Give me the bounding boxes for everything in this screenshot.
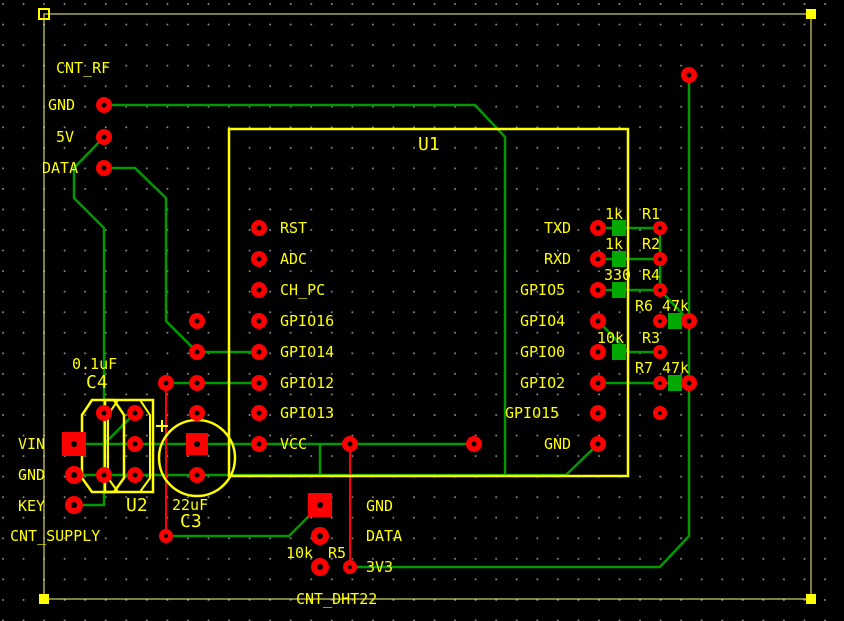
label-gpio5: GPIO5 (520, 281, 566, 299)
label-ch-pc: CH_PC (280, 281, 326, 299)
label-r4: R4 (642, 266, 661, 284)
label-u1-gnd: GND (544, 435, 572, 453)
c3-plus-marker (156, 420, 168, 432)
label-r5: R5 (328, 544, 347, 562)
label-txd: TXD (544, 219, 572, 237)
label-r2-value: 1k (605, 235, 624, 253)
label-r3: R3 (642, 329, 661, 347)
label-cnt-rf: CNT_RF (56, 59, 111, 77)
trace-data-rf (102, 166, 261, 354)
label-gpio15: GPIO15 (505, 404, 560, 422)
label-cnt-dht22: CNT_DHT22 (296, 590, 378, 608)
label-c3: C3 (180, 511, 202, 532)
label-rxd: RXD (544, 250, 572, 268)
label-gpio14: GPIO14 (280, 343, 335, 361)
label-dht-3v3: 3V3 (366, 558, 394, 576)
label-dht-data: DATA (366, 527, 403, 545)
label-r7: R7 (635, 359, 654, 377)
label-gpio0: GPIO0 (520, 343, 566, 361)
label-adc: ADC (280, 250, 308, 268)
label-gpio2: GPIO2 (520, 374, 566, 392)
trace-5v (72, 135, 106, 507)
corner-marker-bl (39, 594, 49, 604)
label-cnt-supply: CNT_SUPPLY (10, 527, 101, 545)
corner-marker-br (806, 594, 816, 604)
top-traces (165, 383, 351, 567)
label-r2: R2 (642, 235, 661, 253)
label-u2: U2 (126, 495, 148, 516)
r1-pad-a (612, 220, 626, 236)
r3-pad-a (612, 344, 626, 360)
label-u1: U1 (418, 134, 440, 155)
label-r6: R6 (635, 297, 654, 315)
r6-pad-a (668, 313, 682, 329)
label-rf-gnd: GND (48, 96, 76, 114)
label-r5-value: 10k (286, 544, 314, 562)
label-gpio16: GPIO16 (280, 312, 335, 330)
pad-holes (71, 72, 692, 570)
label-r1-value: 1k (605, 205, 624, 223)
corner-marker-tl (38, 8, 50, 20)
label-c4-value: 0.1uF (72, 355, 118, 373)
label-r1: R1 (642, 205, 661, 223)
corner-marker-tr (806, 9, 816, 19)
label-dht-gnd: GND (366, 497, 394, 515)
board-outline (38, 8, 816, 604)
label-vcc: VCC (280, 435, 308, 453)
label-c3-value: 22uF (172, 496, 209, 514)
label-gpio13: GPIO13 (280, 404, 335, 422)
label-r6-value: 47k (662, 297, 690, 315)
trace-3v3-bus (348, 73, 691, 569)
r4-pad-a (612, 282, 626, 298)
label-rf-data: DATA (42, 159, 79, 177)
label-key: KEY (18, 497, 46, 515)
u2-outline (103, 398, 155, 494)
label-rst: RST (280, 219, 308, 237)
r7-pad-a (668, 375, 682, 391)
label-r7-value: 47k (662, 359, 690, 377)
label-vin: VIN (18, 435, 46, 453)
label-c4: C4 (86, 372, 108, 393)
smd-resistors (612, 220, 682, 391)
u1-outline (227, 127, 630, 478)
label-r3-value: 10k (597, 329, 625, 347)
label-gpio4: GPIO4 (520, 312, 566, 330)
label-gpio12: GPIO12 (280, 374, 335, 392)
label-r4-value: 330 (604, 266, 632, 284)
r2-pad-a (612, 251, 626, 267)
label-rf-5v: 5V (56, 128, 75, 146)
label-supply-gnd: GND (18, 466, 46, 484)
